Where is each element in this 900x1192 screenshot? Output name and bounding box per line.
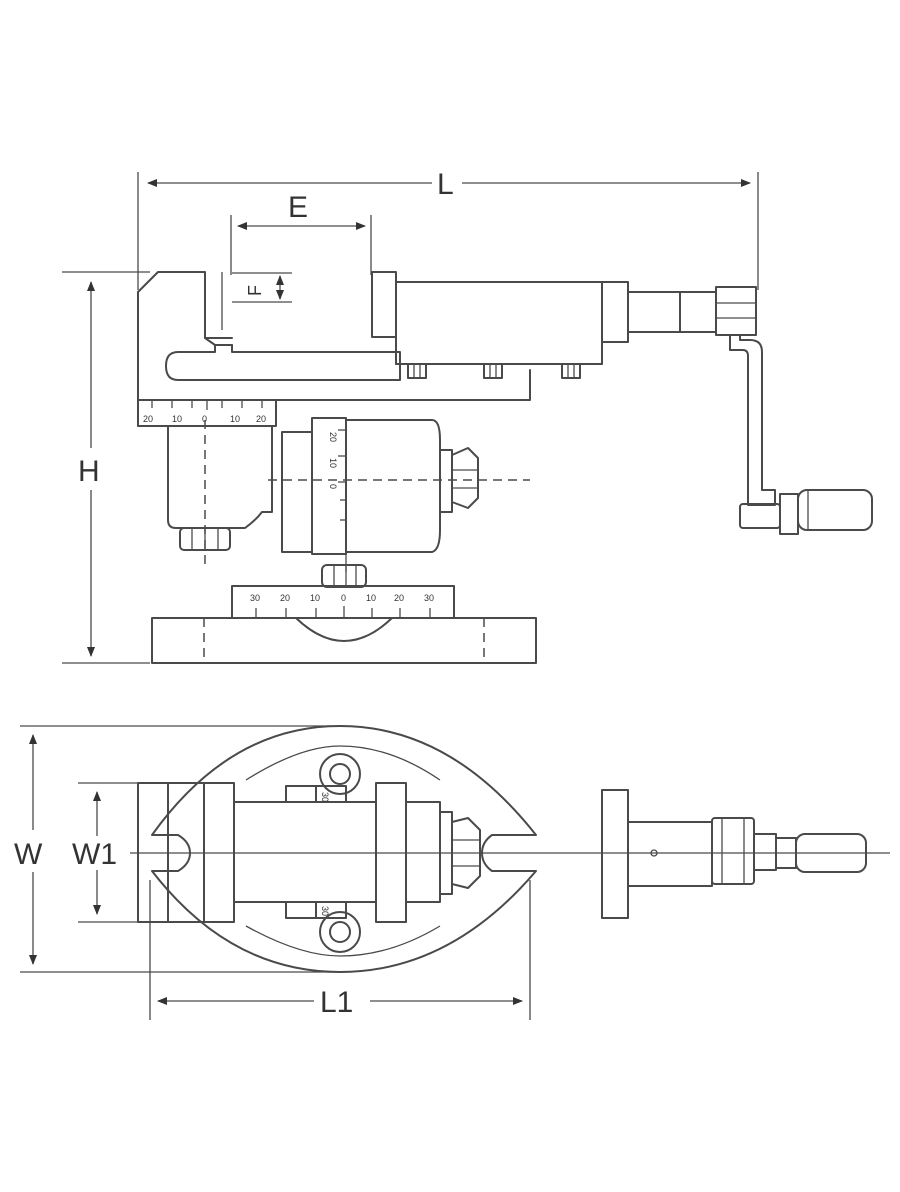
- top-scale-tick-2: 10: [172, 414, 182, 424]
- front-view: L E F H: [62, 168, 873, 664]
- top-scale-tick-3: 0: [202, 414, 207, 424]
- base-scale-tick-5: 10: [366, 593, 376, 603]
- vise-body-plan: 30 30: [137, 782, 481, 923]
- base-scale-tick-6: 20: [394, 593, 404, 603]
- dimension-F: F: [232, 272, 292, 303]
- dimension-L1: L1: [149, 880, 531, 1020]
- bolt-3: [561, 363, 581, 379]
- base-swivel-scale: 30 20 10 0 10 20 30: [231, 585, 455, 642]
- base-scale-tick-4: 0: [341, 593, 346, 603]
- crank-handle: [729, 334, 873, 535]
- top-scale-tick-5: 20: [256, 414, 266, 424]
- bolt-2: [483, 363, 503, 379]
- label-W: W: [14, 838, 43, 871]
- label-L: L: [437, 168, 454, 201]
- screw-plan: [601, 789, 867, 919]
- top-scale-tick-1: 20: [143, 414, 153, 424]
- label-L1: L1: [320, 986, 353, 1019]
- plan-view: W W1 L1: [14, 725, 890, 1020]
- label-H: H: [78, 455, 100, 488]
- base-scale-tick-1: 30: [250, 593, 260, 603]
- base-scale-tick-7: 30: [424, 593, 434, 603]
- label-W1: W1: [72, 838, 117, 871]
- plan-scale-tick-1: 30: [320, 792, 330, 802]
- top-angle-scale: 20 10 0 10 20: [137, 399, 277, 427]
- dimension-H: H: [62, 271, 150, 664]
- base-scale-tick-3: 10: [310, 593, 320, 603]
- label-E: E: [288, 191, 308, 224]
- dimension-W: W: [14, 725, 330, 973]
- vertical-scale-tick-2: 10: [328, 458, 338, 468]
- top-scale-tick-4: 10: [230, 414, 240, 424]
- bolt-1: [407, 363, 427, 379]
- vise-body-side: [137, 271, 757, 401]
- vertical-scale-tick-1: 20: [328, 432, 338, 442]
- plan-scale-tick-2: 30: [320, 906, 330, 916]
- bolt-ring-bottom: [319, 911, 361, 953]
- swivel-housing-side: 20 10 0: [167, 417, 530, 588]
- base-plate-side: [151, 617, 537, 664]
- base-scale-tick-2: 20: [280, 593, 290, 603]
- bolt-ring-top: [319, 753, 361, 795]
- dimension-L: L: [137, 168, 759, 290]
- dimension-E: E: [230, 191, 372, 275]
- vertical-scale-tick-3: 0: [328, 484, 338, 489]
- label-F: F: [245, 285, 265, 296]
- oval-base-plan: [151, 725, 537, 973]
